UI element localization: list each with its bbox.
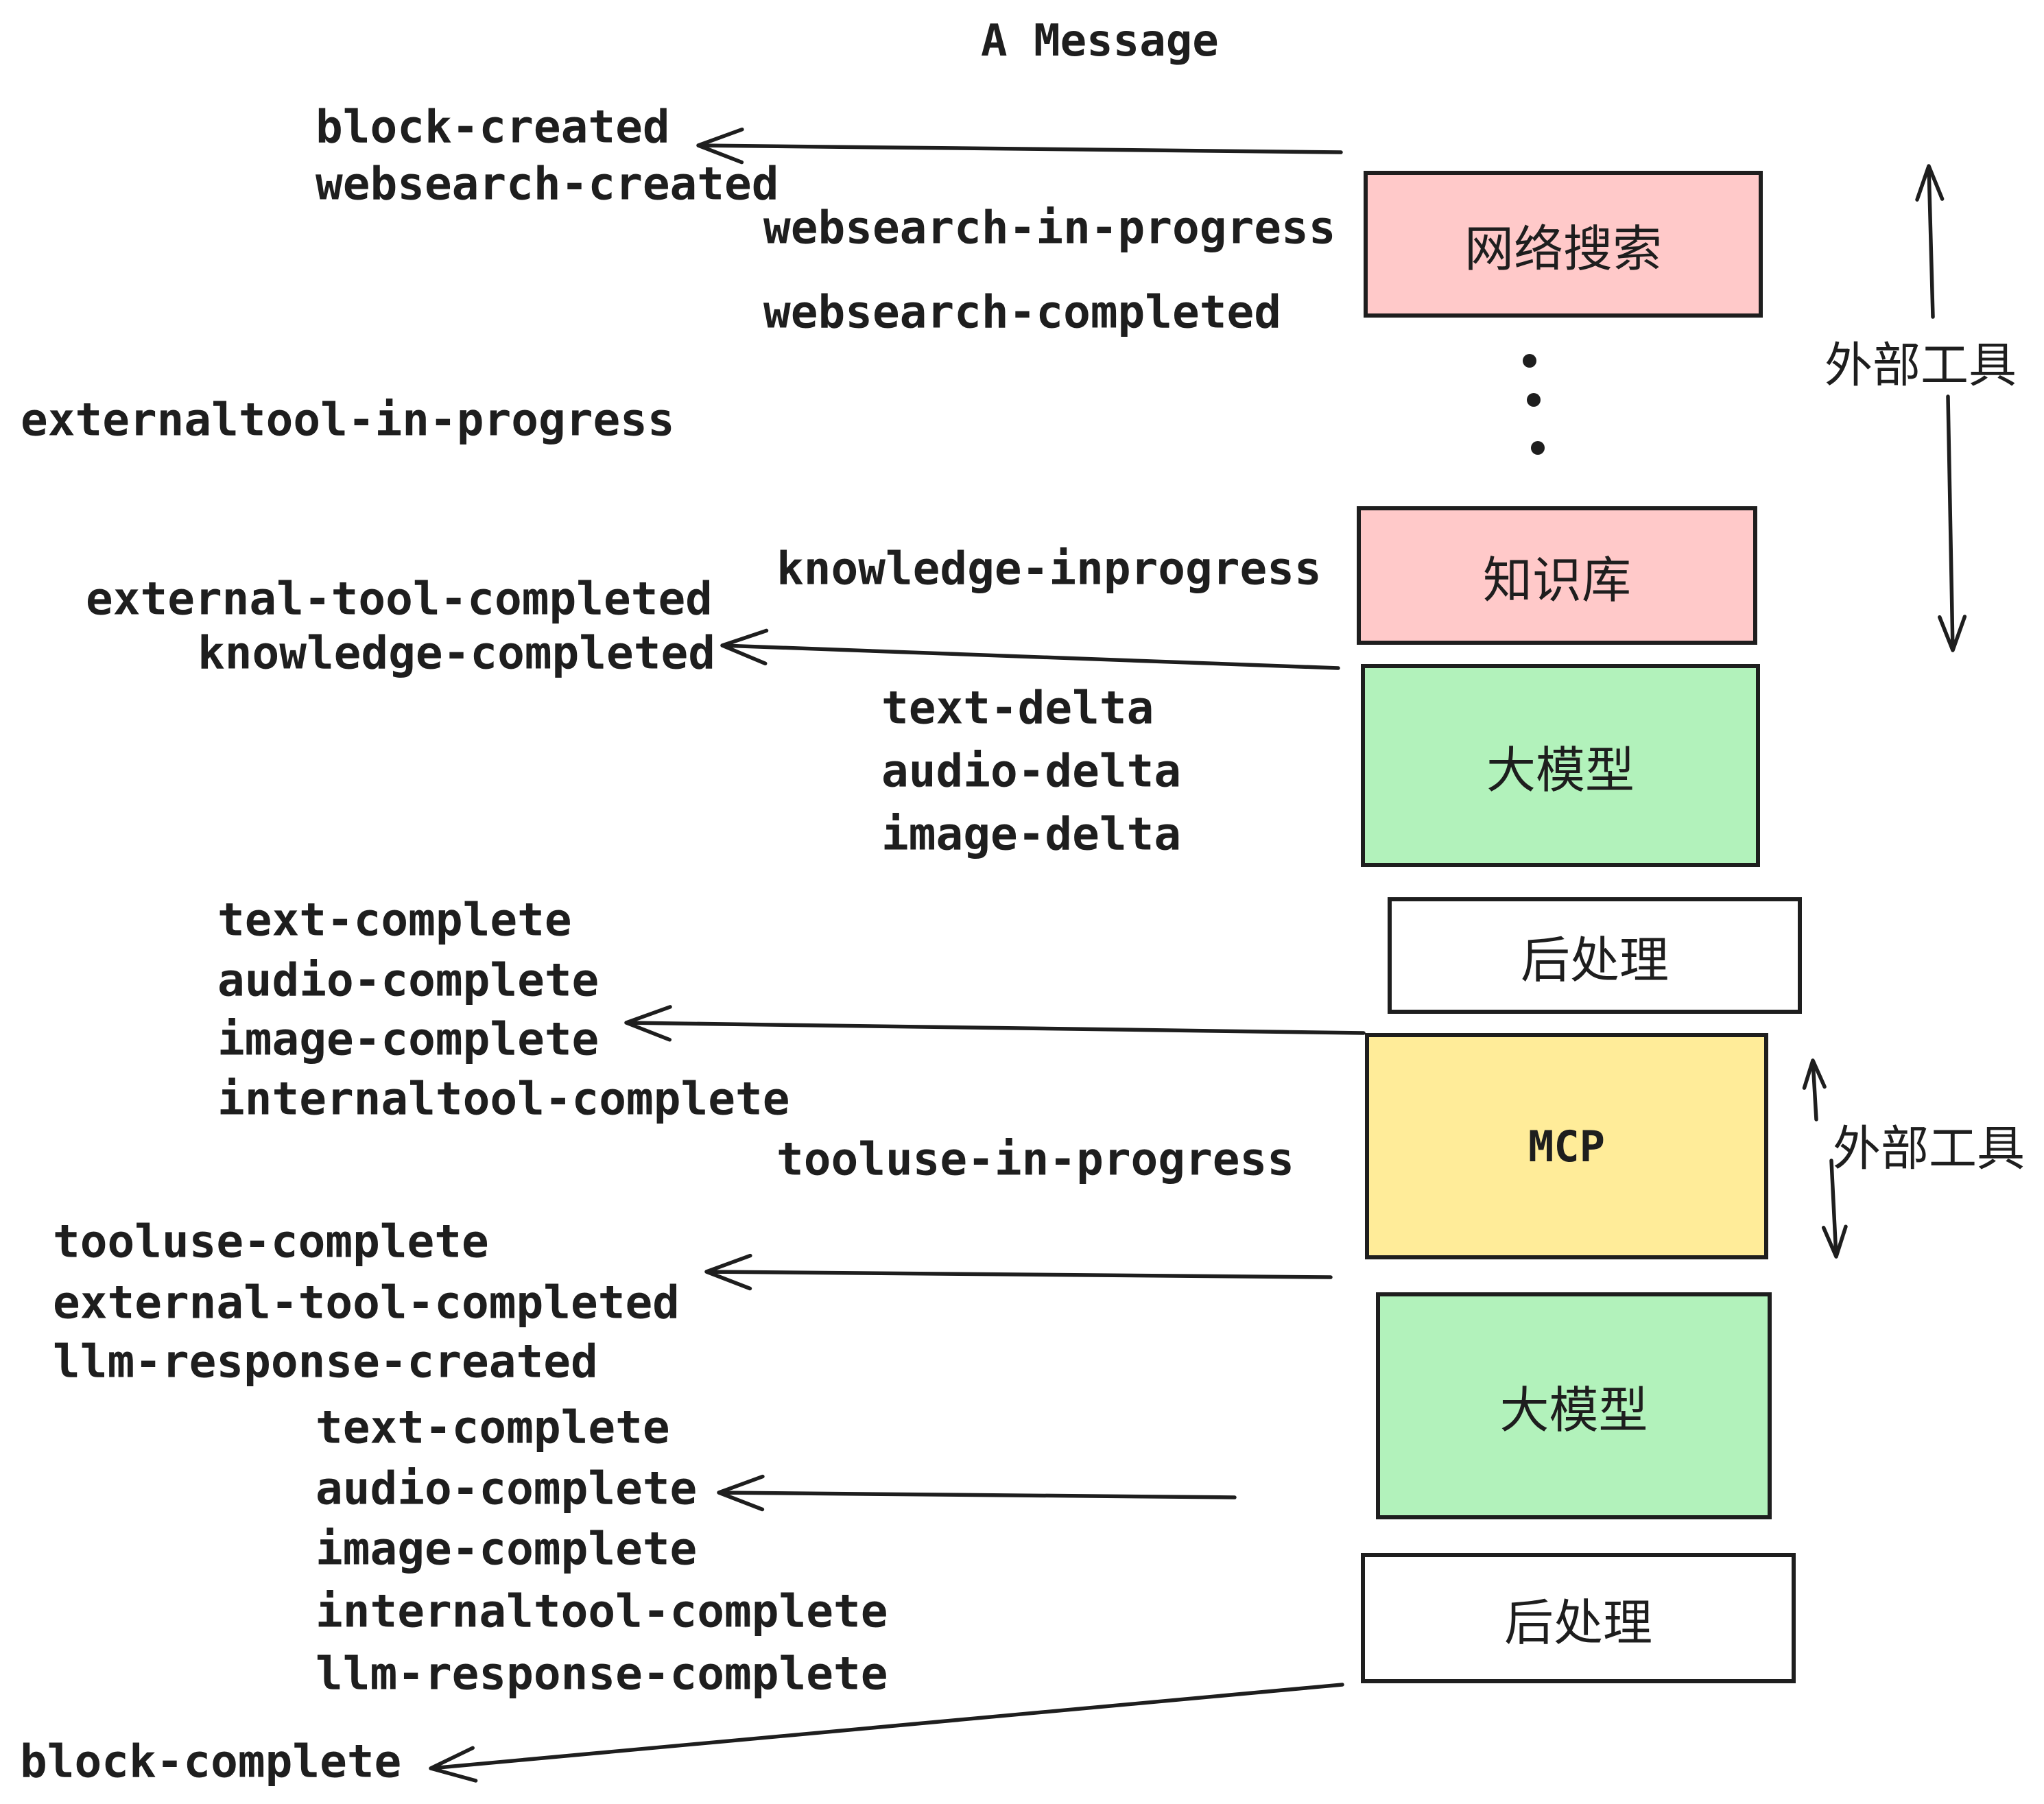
event-label: text-complete [217, 893, 572, 947]
event-label: tooluse-in-progress [776, 1132, 1294, 1186]
event-label: llm-response-complete [316, 1647, 888, 1700]
event-label: websearch-in-progress [763, 201, 1336, 254]
event-label: text-delta [881, 681, 1154, 735]
diagram-title: A Message [981, 16, 1219, 67]
event-label: externaltool-in-progress [21, 393, 675, 447]
event-label: image-complete [316, 1522, 698, 1576]
event-label: audio-complete [217, 953, 599, 1007]
node-postprocess-2: 后处理 [1361, 1553, 1796, 1683]
node-label-llm-2: 大模型 [1499, 1381, 1648, 1439]
node-llm-2: 大模型 [1376, 1292, 1772, 1519]
event-label: text-complete [316, 1401, 670, 1454]
external-tools-label-1: 外部工具 [1825, 337, 2017, 394]
node-label-mcp: MCP [1528, 1121, 1605, 1172]
node-label-postprocess-2: 后处理 [1504, 1593, 1652, 1652]
ellipsis-dot [1523, 354, 1536, 368]
node-llm-1: 大模型 [1361, 664, 1760, 867]
node-label-websearch: 网络搜索 [1464, 219, 1662, 278]
node-knowledge: 知识库 [1357, 506, 1757, 645]
ellipsis-dot [1527, 393, 1541, 407]
event-label: audio-delta [881, 744, 1182, 798]
event-label: tooluse-complete [53, 1215, 489, 1268]
node-mcp: MCP [1365, 1033, 1768, 1259]
event-label: block-created [316, 100, 670, 154]
event-label: knowledge-completed [198, 626, 715, 680]
event-label: internaltool-complete [316, 1585, 888, 1638]
event-label: audio-complete [316, 1462, 698, 1515]
node-label-postprocess-1: 后处理 [1520, 931, 1669, 989]
node-label-llm-1: 大模型 [1486, 741, 1635, 799]
event-label: external-tool-completed [53, 1276, 680, 1329]
ellipsis-dot [1531, 441, 1545, 455]
event-label: internaltool-complete [217, 1072, 790, 1126]
event-label: knowledge-inprogress [776, 542, 1322, 595]
node-websearch: 网络搜索 [1364, 171, 1763, 318]
event-label: block-complete [20, 1735, 402, 1788]
event-label: websearch-completed [763, 285, 1281, 339]
event-label: image-complete [217, 1012, 599, 1066]
node-label-knowledge: 知识库 [1482, 551, 1631, 609]
event-label: image-delta [881, 807, 1182, 861]
external-tools-label-2: 外部工具 [1833, 1120, 2025, 1177]
event-label: llm-response-created [53, 1335, 598, 1388]
event-label: external-tool-completed [86, 572, 713, 626]
event-label: websearch-created [316, 157, 779, 211]
node-postprocess-1: 后处理 [1388, 897, 1802, 1014]
